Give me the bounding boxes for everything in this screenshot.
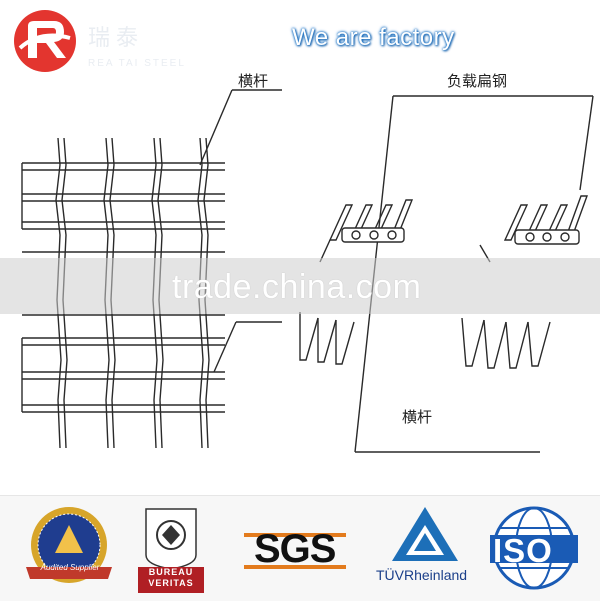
audited-supplier-seal-icon	[26, 507, 112, 583]
label-bearing-bar: 负载扁钢	[447, 72, 508, 90]
grating-perspective-view	[299, 95, 594, 453]
grating-technical-drawing	[21, 89, 594, 453]
watermark-text: trade.china.com	[172, 268, 422, 306]
bureau-veritas-text: BUREAU VERITAS	[148, 567, 194, 588]
brand-name-en: REA TAI STEEL	[88, 58, 186, 69]
header-band: 瑞泰 REA TAI STEEL We are factory	[0, 0, 600, 78]
seal-ribbon-text: Audited Supplier	[40, 563, 100, 572]
label-crossbar-top: 横杆	[238, 72, 269, 90]
tuv-rheinland-logo-icon	[392, 507, 458, 561]
sgs-logo-icon	[244, 533, 346, 569]
iso-text: ISO	[493, 532, 553, 569]
brand-name-faint: 瑞泰 REA TAI STEEL	[88, 20, 238, 69]
sgs-text: SGS	[254, 527, 336, 571]
brand-name-cn: 瑞泰	[88, 25, 145, 50]
iso-logo-icon	[490, 506, 578, 590]
watermark-band	[0, 258, 600, 314]
brand-logo-icon	[14, 10, 76, 72]
headline: We are factory	[292, 24, 455, 51]
tuv-rheinland-text: TÜVRheinland	[376, 567, 468, 583]
bureau-veritas-logo-icon	[138, 508, 204, 593]
label-crossbar-bottom: 横杆	[402, 408, 433, 426]
